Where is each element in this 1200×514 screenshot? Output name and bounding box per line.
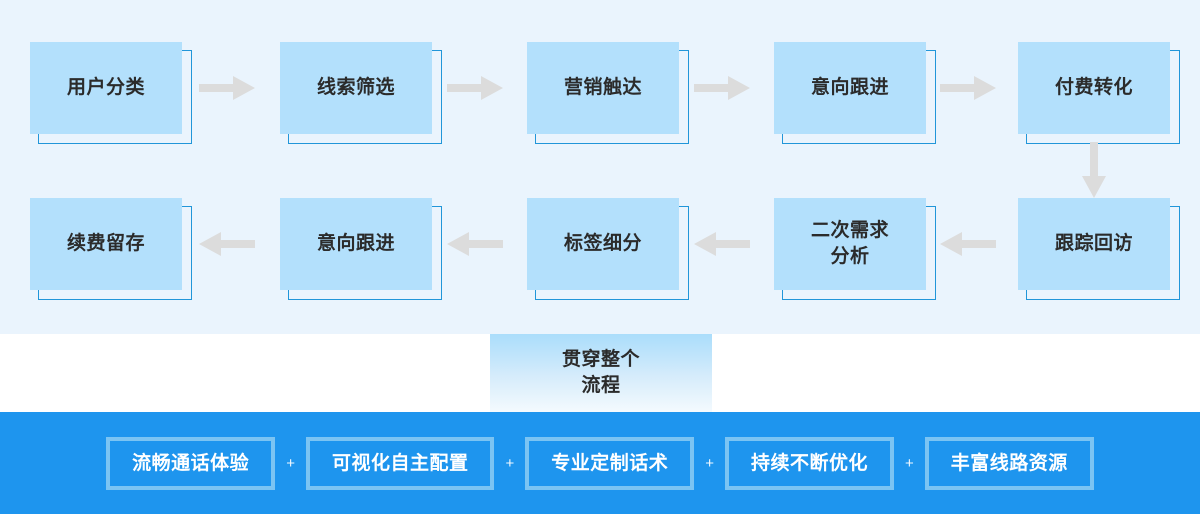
process-node[interactable]: 用户分类	[30, 42, 192, 144]
process-node[interactable]: 跟踪回访	[1018, 198, 1180, 300]
feature-pill[interactable]: 丰富线路资源	[924, 436, 1094, 490]
flow-arrow-left-icon	[694, 232, 750, 256]
process-node[interactable]: 营销触达	[527, 42, 689, 144]
process-node-label: 意向跟进	[774, 42, 926, 134]
flow-arrow-right-icon	[940, 76, 996, 100]
center-overlay-card: 贯穿整个流程	[490, 334, 712, 412]
process-node[interactable]: 二次需求分析	[774, 198, 936, 300]
process-node[interactable]: 线索筛选	[280, 42, 442, 144]
flow-arrow-left-icon	[447, 232, 503, 256]
feature-pill-label: 持续不断优化	[751, 452, 869, 474]
process-node-label: 意向跟进	[280, 198, 432, 290]
feature-pill[interactable]: 持续不断优化	[725, 436, 895, 490]
process-node[interactable]: 付费转化	[1018, 42, 1180, 144]
process-node[interactable]: 标签细分	[527, 198, 689, 300]
feature-bar: 流畅通话体验 + 可视化自主配置 + 专业定制话术 + 持续不断优化 + 丰富线路资源	[0, 412, 1200, 514]
process-node-label: 用户分类	[30, 42, 182, 134]
flow-arrow-left-icon	[199, 232, 255, 256]
flow-arrow-right-icon	[447, 76, 503, 100]
feature-pill-label: 流畅通话体验	[132, 452, 250, 474]
feature-separator: +	[505, 454, 515, 472]
process-node[interactable]: 意向跟进	[280, 198, 442, 300]
process-node-label: 跟踪回访	[1018, 198, 1170, 290]
feature-pill-label: 可视化自主配置	[331, 452, 469, 474]
feature-pill[interactable]: 流畅通话体验	[106, 436, 276, 490]
feature-separator: +	[905, 454, 914, 472]
process-node-label: 营销触达	[527, 42, 679, 134]
process-node[interactable]: 意向跟进	[774, 42, 936, 144]
process-node-label: 付费转化	[1018, 42, 1170, 134]
feature-pill-label: 专业定制话术	[551, 452, 669, 474]
process-node[interactable]: 续费留存	[30, 198, 192, 300]
flow-arrow-down-icon	[1082, 142, 1106, 198]
flow-arrow-right-icon	[694, 76, 750, 100]
process-node-label: 二次需求分析	[774, 198, 926, 290]
process-node-label: 线索筛选	[280, 42, 432, 134]
feature-pill[interactable]: 专业定制话术	[525, 436, 695, 490]
feature-separator: +	[705, 454, 715, 472]
flow-arrow-left-icon	[940, 232, 996, 256]
feature-separator: +	[286, 454, 295, 472]
flow-arrow-right-icon	[199, 76, 255, 100]
process-node-label: 标签细分	[527, 198, 679, 290]
process-node-label: 续费留存	[30, 198, 182, 290]
feature-pill[interactable]: 可视化自主配置	[305, 436, 495, 490]
feature-pill-label: 丰富线路资源	[950, 452, 1068, 474]
center-overlay-label: 贯穿整个流程	[561, 349, 640, 396]
